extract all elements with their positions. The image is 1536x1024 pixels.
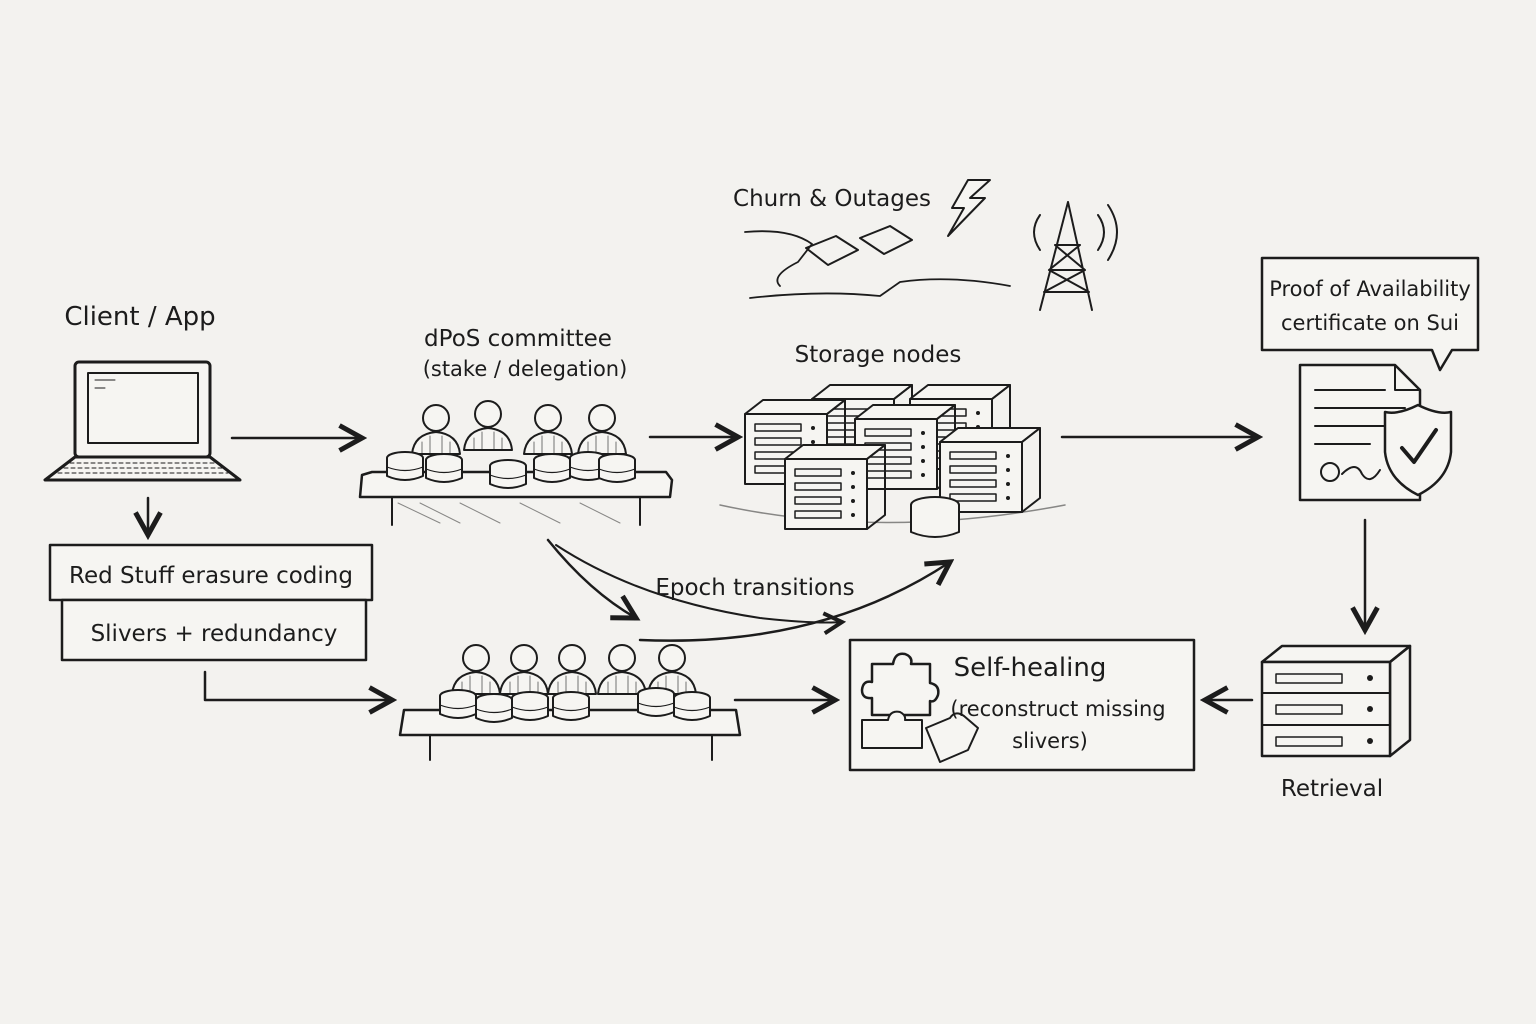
slivers-box: [60, 598, 368, 662]
proof-line2: certificate on Sui: [1281, 311, 1459, 335]
reconstruct-line2: slivers): [1012, 729, 1088, 753]
slivers-label: Slivers + redundancy: [91, 621, 338, 647]
erasure-coding-box: [48, 543, 374, 602]
puzzle-pieces-icon: [860, 652, 979, 763]
arrow-slivers-to-committee: [203, 670, 392, 700]
reconstruct-line1: (reconstruct missing: [950, 697, 1165, 721]
shield-check-icon: [1383, 403, 1453, 497]
radio-tower-icon: [1033, 201, 1118, 311]
proof-speech-bubble: [1260, 256, 1480, 372]
server-stack-icon: [1260, 644, 1412, 758]
laptop-icon: [43, 360, 242, 482]
epoch-label: Epoch transitions: [655, 575, 854, 601]
self-healing-title: Self-healing: [954, 653, 1107, 683]
server-cluster-icon: [719, 384, 1066, 538]
arrow-epoch-down: [546, 538, 636, 618]
client-label: Client / App: [64, 302, 215, 332]
storage-nodes-label: Storage nodes: [795, 342, 962, 368]
lightning-icon: [947, 179, 991, 237]
people-at-table-bottom-icon: [398, 644, 742, 761]
arrow-epoch-up: [638, 562, 950, 642]
erasure-coding-label: Red Stuff erasure coding: [69, 563, 353, 589]
people-at-table-icon: [358, 400, 674, 526]
retrieval-label: Retrieval: [1281, 776, 1383, 802]
proof-line1: Proof of Availability: [1269, 277, 1471, 301]
committee-title: dPoS committee: [424, 326, 612, 352]
committee-subtitle: (stake / delegation): [423, 357, 628, 381]
churn-label: Churn & Outages: [733, 186, 931, 212]
broken-network-sketch: [744, 225, 1011, 299]
